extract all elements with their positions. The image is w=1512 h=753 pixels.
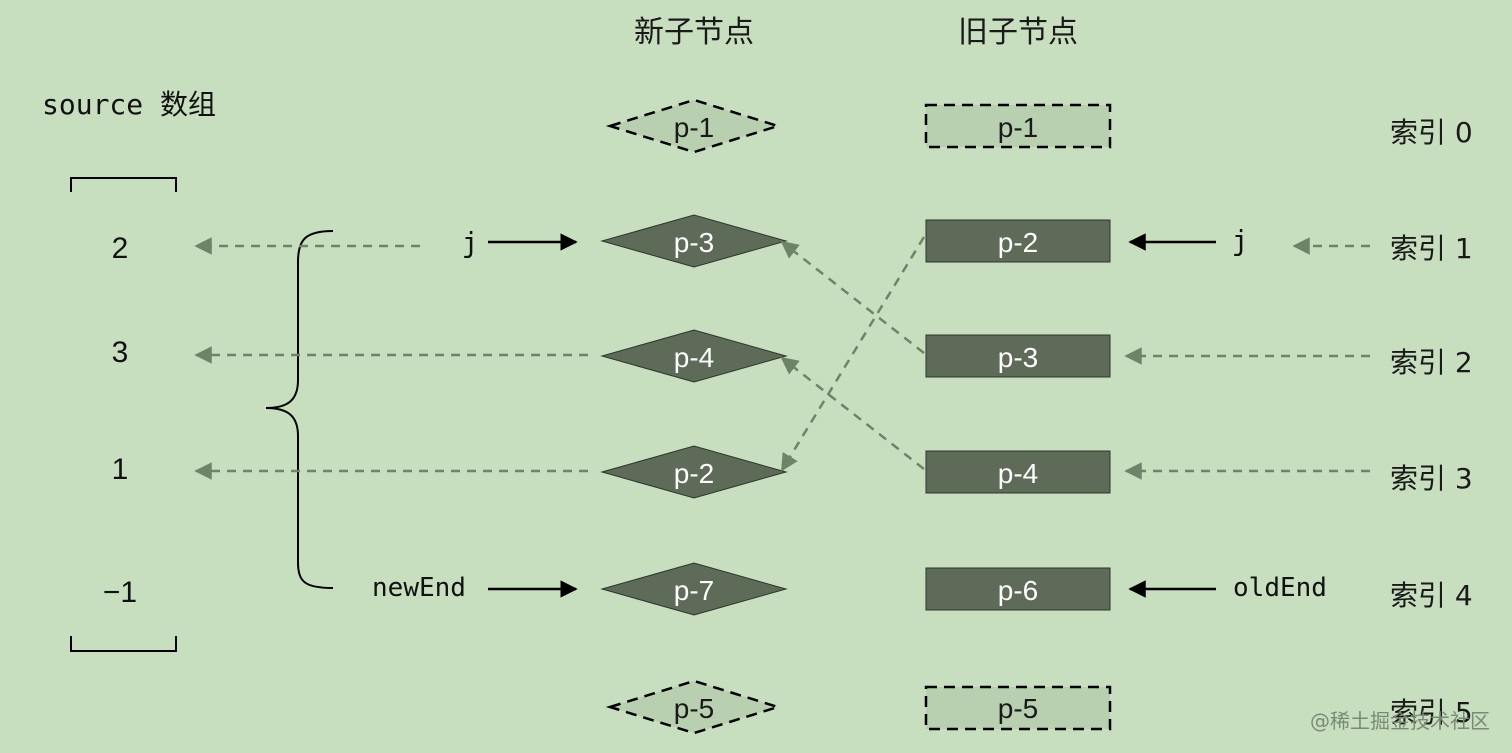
old-node-3-label: p-4 — [998, 458, 1038, 489]
new-node-4-shape — [600, 562, 788, 616]
curly-brace — [265, 230, 334, 589]
source-value-0: 2 — [112, 232, 129, 265]
index-label-5: 索引 5 — [1390, 696, 1473, 729]
old-node-0: p-1 — [924, 103, 1112, 149]
source-bracket-bottom — [70, 636, 177, 652]
old-node-3: p-4 — [925, 450, 1111, 494]
index-label-1: 索引 1 — [1390, 232, 1473, 265]
old-node-4-shape — [925, 567, 1111, 611]
new-node-1-label: p-3 — [674, 227, 714, 258]
index-label-3: 索引 3 — [1390, 462, 1473, 495]
old-node-5: p-5 — [924, 685, 1112, 731]
old-node-0-shape — [924, 103, 1112, 149]
new-node-3: p-2 — [600, 445, 788, 499]
old-node-4-label: p-6 — [998, 575, 1038, 606]
new-node-0-shape — [605, 98, 783, 154]
new-node-5-shape — [605, 679, 783, 735]
watermark: @稀土掘金技术社区 — [1310, 709, 1490, 733]
old-node-5-label: p-5 — [998, 693, 1038, 724]
new-node-1: p-3 — [600, 214, 788, 268]
dashed-arrow-p2 — [780, 236, 926, 472]
old-node-2-label: p-3 — [998, 342, 1038, 373]
new-node-2-shape — [600, 329, 788, 383]
old-node-1-label: p-2 — [998, 227, 1038, 258]
source-value-3: −1 — [103, 576, 137, 609]
old-node-2-shape — [925, 334, 1111, 378]
new-node-5-label: p-5 — [674, 693, 714, 724]
source-array-label: source 数组 — [42, 88, 216, 121]
new-node-2: p-4 — [600, 329, 788, 383]
pointer-j-new: j — [462, 226, 479, 259]
old-node-1: p-2 — [925, 219, 1111, 263]
dashed-arrow-p3 — [780, 240, 925, 354]
pointer-old-end: oldEnd — [1233, 573, 1327, 603]
new-node-4-label: p-7 — [674, 575, 714, 606]
index-label-4: 索引 4 — [1390, 579, 1473, 612]
new-node-3-shape — [600, 445, 788, 499]
pointer-new-end: newEnd — [372, 573, 466, 603]
new-node-4: p-7 — [600, 562, 788, 616]
source-value-2: 1 — [112, 453, 129, 486]
old-node-2: p-3 — [925, 334, 1111, 378]
source-bracket-top — [70, 177, 177, 192]
header-new-children: 新子节点 — [634, 15, 754, 50]
source-value-1: 3 — [112, 336, 129, 369]
index-label-2: 索引 2 — [1390, 346, 1473, 379]
new-node-5: p-5 — [605, 679, 783, 735]
new-node-0-label: p-1 — [674, 112, 714, 143]
index-label-0: 索引 0 — [1390, 116, 1473, 149]
dashed-arrow-p4 — [780, 356, 925, 470]
old-node-1-shape — [925, 219, 1111, 263]
old-node-4: p-6 — [925, 567, 1111, 611]
old-node-3-shape — [925, 450, 1111, 494]
old-node-0-label: p-1 — [998, 112, 1038, 143]
new-node-3-label: p-2 — [674, 458, 714, 489]
new-node-2-label: p-4 — [674, 342, 714, 373]
header-old-children: 旧子节点 — [958, 15, 1078, 50]
pointer-j-old: j — [1232, 224, 1249, 257]
new-node-0: p-1 — [605, 98, 783, 154]
old-node-5-shape — [924, 685, 1112, 731]
